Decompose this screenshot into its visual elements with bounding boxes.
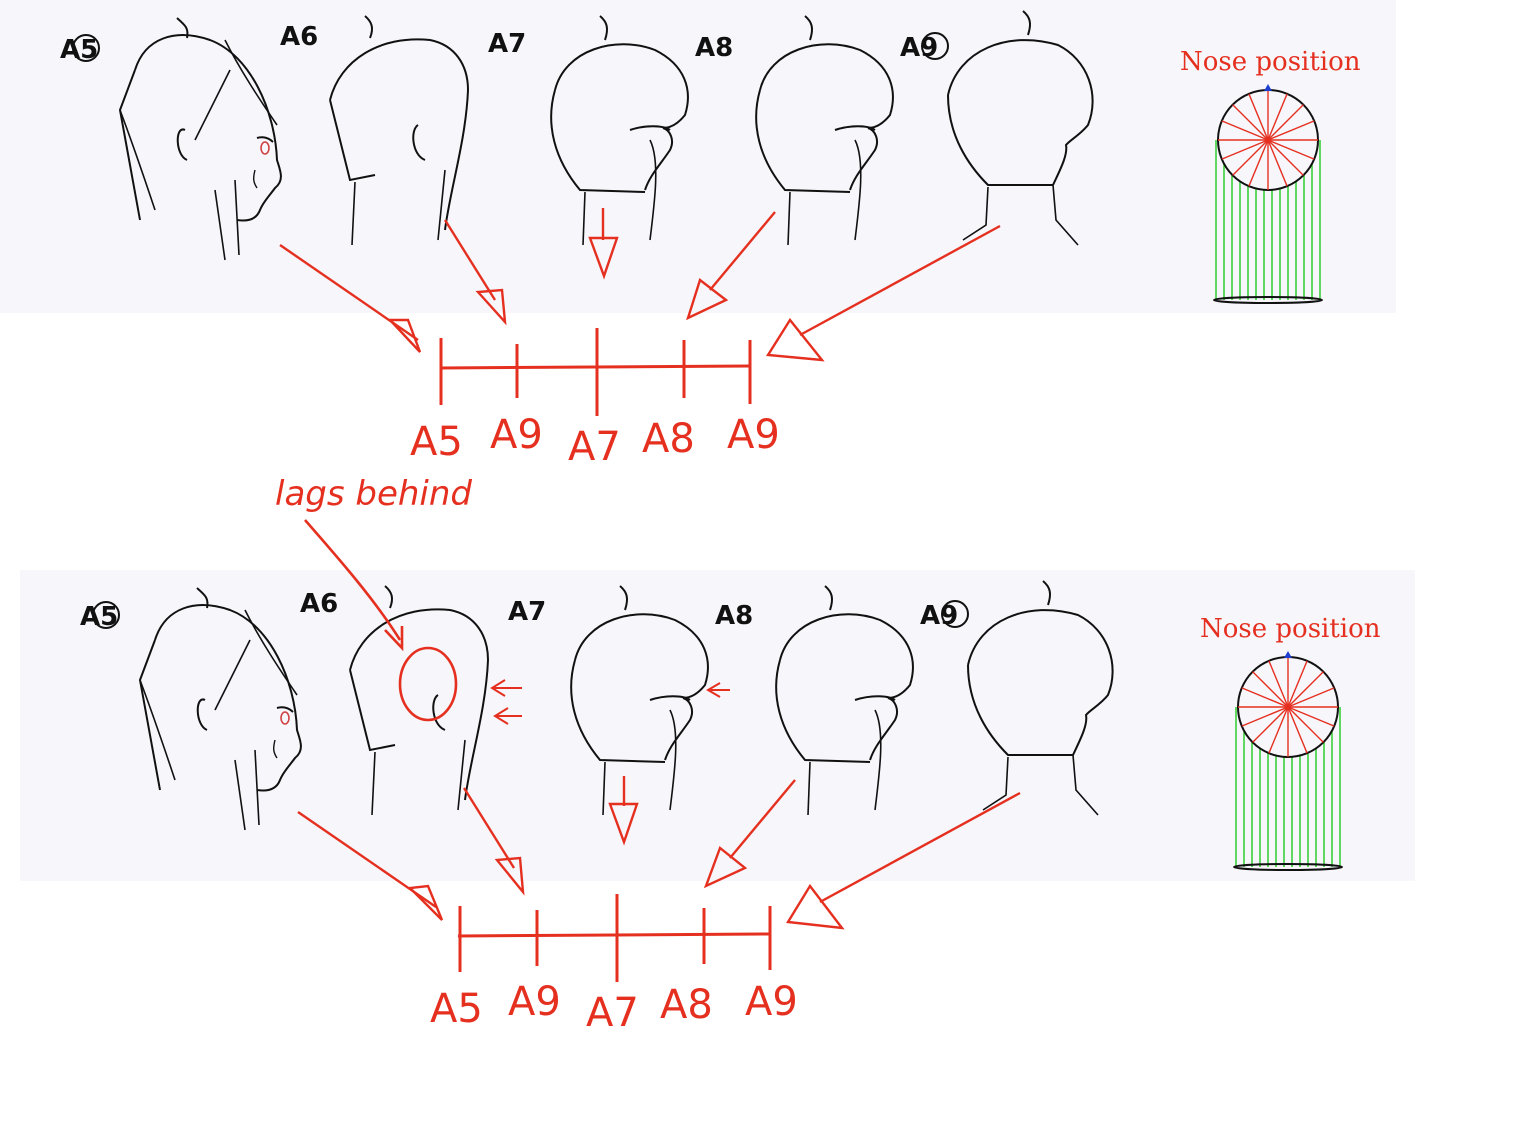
spoke-line xyxy=(1267,139,1288,187)
arrows-top xyxy=(279,208,1001,362)
timeline-label: A7 xyxy=(586,990,639,1036)
head-label: A5 xyxy=(80,602,118,632)
timeline-label: A5 xyxy=(430,986,483,1032)
spoke-line xyxy=(1267,104,1304,141)
timeline-label: A8 xyxy=(660,982,713,1028)
head-label: A5 xyxy=(60,35,98,65)
arrows-bottom xyxy=(297,519,1021,930)
cylinder-base xyxy=(1213,296,1323,304)
spoke-line xyxy=(1248,93,1269,141)
spoke-line xyxy=(1232,104,1269,141)
timeline-label: A8 xyxy=(642,416,695,462)
spoke-line xyxy=(1267,139,1315,160)
label-circle xyxy=(92,601,120,629)
spoke-line xyxy=(1287,706,1335,727)
nose-label: Nose position xyxy=(1200,614,1381,644)
spoke-line xyxy=(1287,660,1308,708)
timeline-label: A5 xyxy=(410,419,463,465)
spoke-line xyxy=(1221,139,1269,160)
panel-top xyxy=(0,0,1396,313)
spoke-line xyxy=(1248,139,1269,187)
panel-bottom xyxy=(20,570,1415,881)
spoke-line xyxy=(1268,706,1289,754)
head-label: A6 xyxy=(280,22,318,52)
timeline-label: A9 xyxy=(508,979,561,1025)
spoke-line xyxy=(1287,706,1324,743)
timeline-bottom xyxy=(457,894,772,982)
nose-marker xyxy=(1284,651,1292,658)
head-label: A8 xyxy=(695,33,733,63)
label-circle xyxy=(921,32,949,60)
spoke-line xyxy=(1267,93,1288,141)
spoke-line xyxy=(1232,139,1269,176)
spoke-line xyxy=(1287,671,1324,708)
spoke-line xyxy=(1267,139,1304,176)
cylinder-base xyxy=(1233,863,1343,871)
timeline-label: A9 xyxy=(727,412,780,458)
spoke-line xyxy=(1241,687,1289,708)
spoke-line xyxy=(1267,120,1315,141)
label-circle xyxy=(72,34,100,62)
spoke-line xyxy=(1287,687,1335,708)
head-label: A8 xyxy=(715,601,753,631)
nose-marker xyxy=(1264,84,1272,91)
timeline-top xyxy=(439,328,752,416)
spoke-line xyxy=(1287,706,1308,754)
spoke-line xyxy=(1252,671,1289,708)
annotation-lags-behind: lags behind xyxy=(275,474,472,514)
nose-label: Nose position xyxy=(1180,47,1361,77)
timeline-label: A7 xyxy=(568,424,621,470)
timeline-label: A9 xyxy=(490,412,543,458)
timeline-label: A9 xyxy=(745,979,798,1025)
spoke-line xyxy=(1221,120,1269,141)
spoke-line xyxy=(1268,660,1289,708)
spoke-line xyxy=(1252,706,1289,743)
nose-diagram-bottom xyxy=(1233,651,1343,871)
head-label: A6 xyxy=(300,589,338,619)
nose-diagram-top xyxy=(1213,84,1323,304)
head-label: A7 xyxy=(508,597,546,627)
head-label: A7 xyxy=(488,29,526,59)
label-circle xyxy=(941,600,969,628)
spoke-line xyxy=(1241,706,1289,727)
